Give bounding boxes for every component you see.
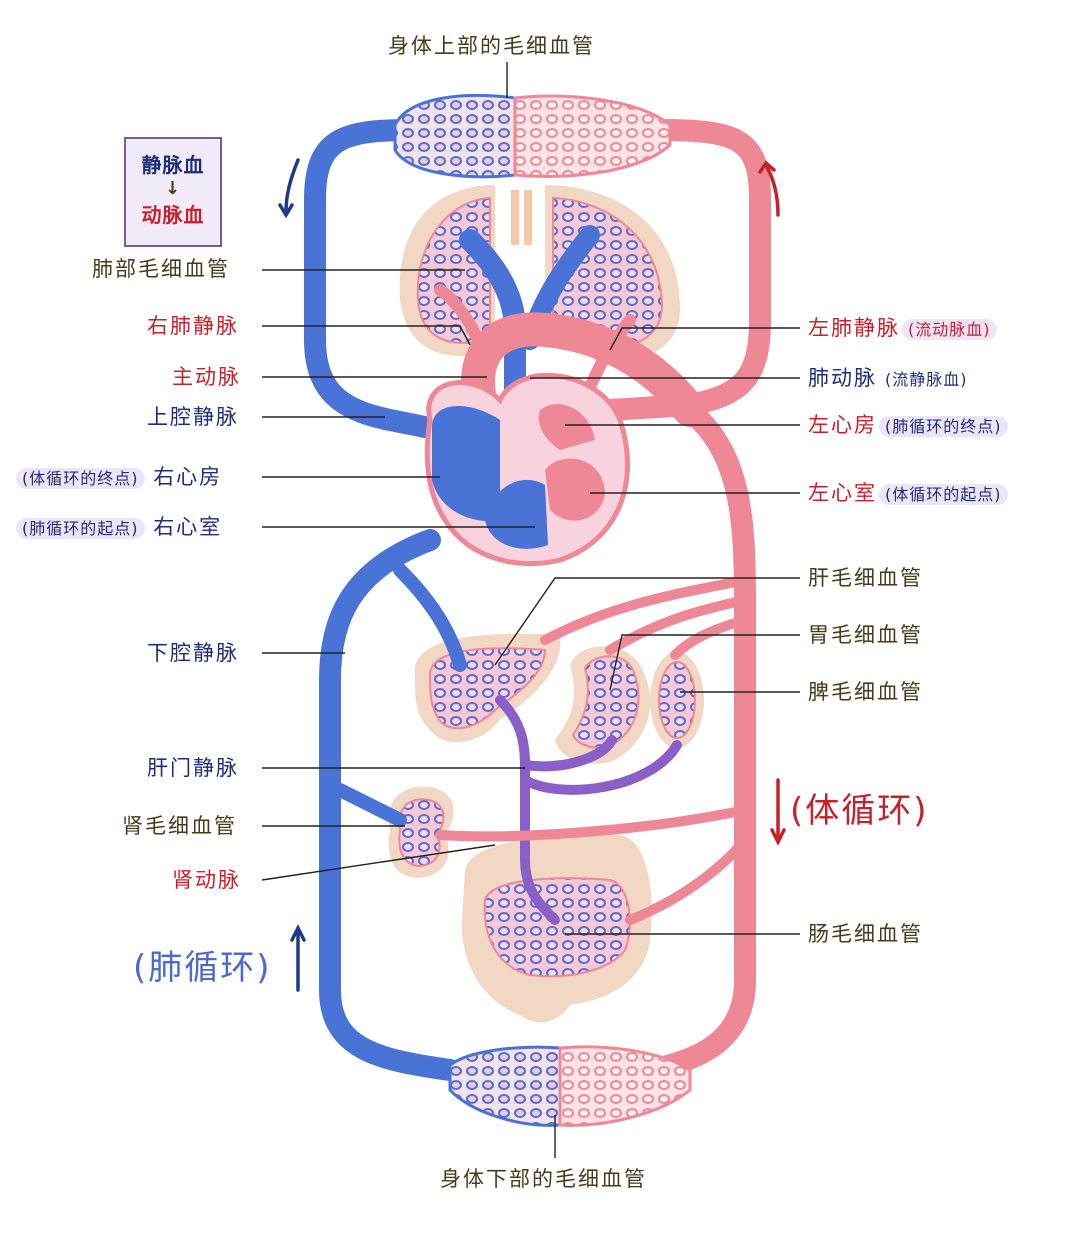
pulmonary-artery-note: (流静脉血) xyxy=(885,370,968,389)
right-ventricle-note: (肺循环的起点) xyxy=(16,518,145,539)
left-pulmonary-vein-label: 左肺静脉(流动脉血) xyxy=(808,314,997,344)
left-pulmonary-vein-name: 左肺静脉 xyxy=(808,316,900,340)
lung-capillaries-label: 肺部毛细血管 xyxy=(92,257,230,281)
leader-lines xyxy=(261,62,800,1158)
systemic-circulation-label: (体循环) xyxy=(790,791,929,831)
hepatic-portal-vein-label: 肝门静脉 xyxy=(147,756,239,780)
legend-arrow-icon: ↓ xyxy=(164,178,182,199)
spleen-capillaries-label: 脾毛细血管 xyxy=(808,680,923,704)
legend-box: 静脉血 ↓ 动脉血 xyxy=(124,137,222,247)
right-pulmonary-vein-label: 右肺静脉 xyxy=(147,314,239,338)
lower-capillaries-label: 身体下部的毛细血管 xyxy=(440,1167,647,1191)
liver xyxy=(414,633,561,743)
left-ventricle-label: 左心室(体循环的起点) xyxy=(808,479,1008,509)
legend-arterial-label: 动脉血 xyxy=(141,203,205,227)
left-ventricle-note: (体循环的起点) xyxy=(879,484,1008,505)
left-atrium-note: (肺循环的终点) xyxy=(879,416,1008,437)
kidney-capillaries-label: 肾毛细血管 xyxy=(122,814,237,838)
intestine-capillaries-label: 肠毛细血管 xyxy=(808,922,923,946)
left-atrium-label: 左心房(肺循环的终点) xyxy=(808,411,1008,441)
legend-venous-label: 静脉血 xyxy=(141,153,205,177)
flow-arrows xyxy=(278,158,786,992)
pulmonary-circulation-label: (肺循环) xyxy=(133,948,272,988)
aorta-arch xyxy=(461,312,707,427)
trachea xyxy=(511,190,532,245)
upper-capillary-bed xyxy=(393,93,672,179)
abdominal-arteries xyxy=(435,575,750,925)
stomach-capillaries-label: 胃毛细血管 xyxy=(808,623,923,647)
aorta-label: 主动脉 xyxy=(172,365,241,389)
left-atrium-name: 左心房 xyxy=(808,413,877,437)
abdominal-veins xyxy=(333,563,467,827)
upper-capillaries-label: 身体上部的毛细血管 xyxy=(388,34,595,58)
right-ventricle-name: 右心室 xyxy=(153,515,223,539)
stomach xyxy=(555,646,651,764)
pulmonary-artery-label: 肺动脉 (流静脉血) xyxy=(808,364,974,394)
left-pulmonary-vein-note: (流动脉血) xyxy=(902,319,997,340)
heart xyxy=(424,372,630,567)
right-ventricle-label: (肺循环的起点) 右心室 xyxy=(14,513,222,543)
left-ventricle-name: 左心室 xyxy=(808,481,877,505)
inferior-vena-cava-label: 下腔静脉 xyxy=(147,641,239,665)
liver-capillaries-label: 肝毛细血管 xyxy=(808,566,923,590)
hepatic-portal-vein xyxy=(495,695,682,925)
right-atrium-name: 右心房 xyxy=(153,465,223,489)
right-atrium-note: (体循环的终点) xyxy=(16,468,145,489)
spleen xyxy=(650,652,704,748)
pulmonary-artery-name: 肺动脉 xyxy=(808,366,877,390)
intestines xyxy=(461,833,652,1023)
lower-capillary-bed xyxy=(448,1045,692,1127)
superior-vena-cava-label: 上腔静脉 xyxy=(147,405,239,429)
renal-artery-label: 肾动脉 xyxy=(172,868,241,892)
right-atrium-label: (体循环的终点) 右心房 xyxy=(14,463,222,493)
